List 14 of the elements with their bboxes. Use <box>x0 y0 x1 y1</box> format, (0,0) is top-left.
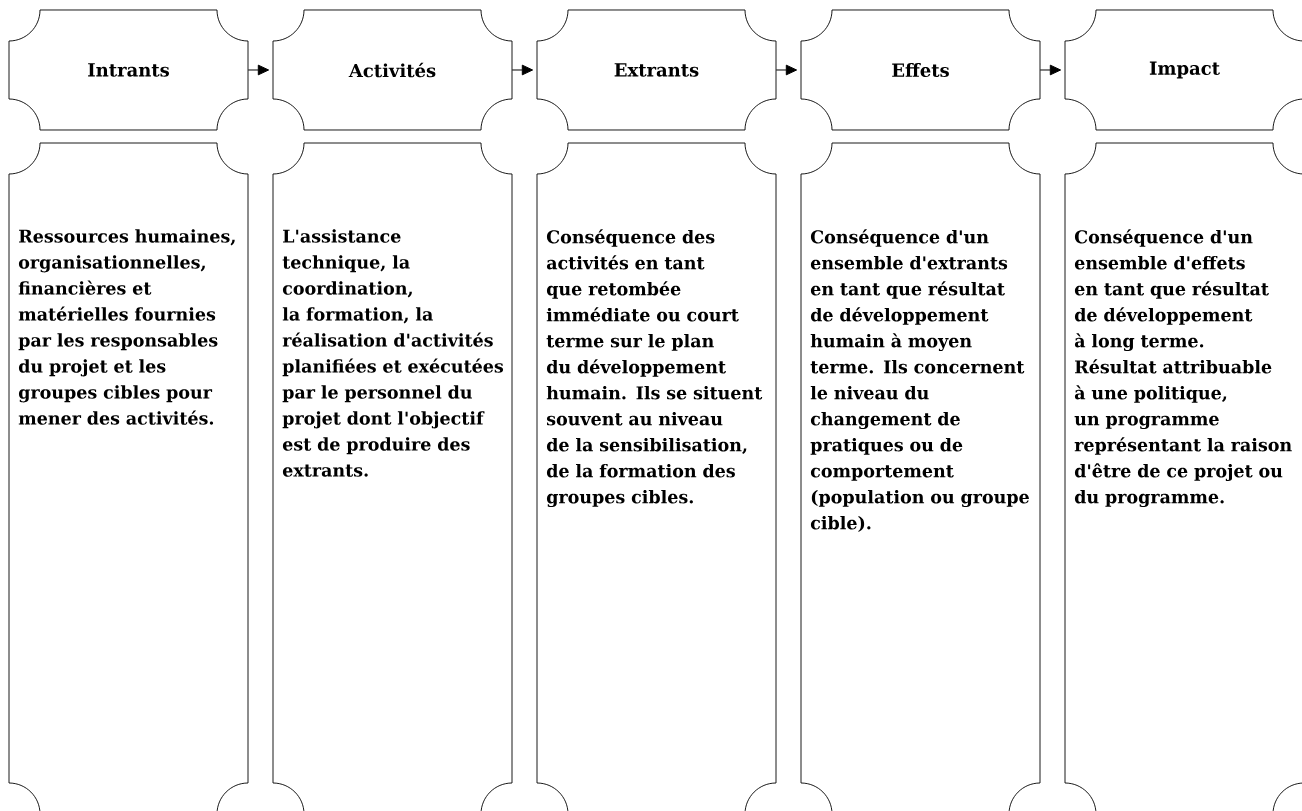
arrow <box>775 64 798 76</box>
header-box: Effets <box>800 9 1041 131</box>
description-box: Conséquence des activités en tant que retombée immédiate ou court terme sur le plan du développement humain. Ils se situent souvent au niveau de la sensibilisation, de la formation des groupes cibles. <box>536 142 777 811</box>
header-box: Impact <box>1064 9 1302 131</box>
description-box: L'assistance technique, la coordination, la formation, la réalisation d'activités planifiées et exécutées par le personnel du projet dont l'objectif est de produire des extrants. <box>272 142 513 811</box>
description-box: Conséquence d'un ensemble d'effets en tant que résultat de développement à long terme. Résultat attribuable à une politique, un programme représentant la raison d'être de ce projet ou du programme. <box>1064 142 1302 811</box>
header-box: Activités <box>272 9 513 131</box>
arrow <box>1039 64 1062 76</box>
arrow <box>511 64 534 76</box>
header-box: Intrants <box>8 9 249 131</box>
description-box: Conséquence d'un ensemble d'extrants en tant que résultat de développement humain à moyen terme. Ils concernent le niveau du changement de pratiques ou de comportement (population ou groupe cible). <box>800 142 1041 811</box>
header-box: Extrants <box>536 9 777 131</box>
arrow <box>247 64 270 76</box>
description-box: Ressources humaines, organisationnelles, financières et matérielles fournies par les responsables du projet et les groupes cibles pour mener des activités. <box>8 142 249 811</box>
